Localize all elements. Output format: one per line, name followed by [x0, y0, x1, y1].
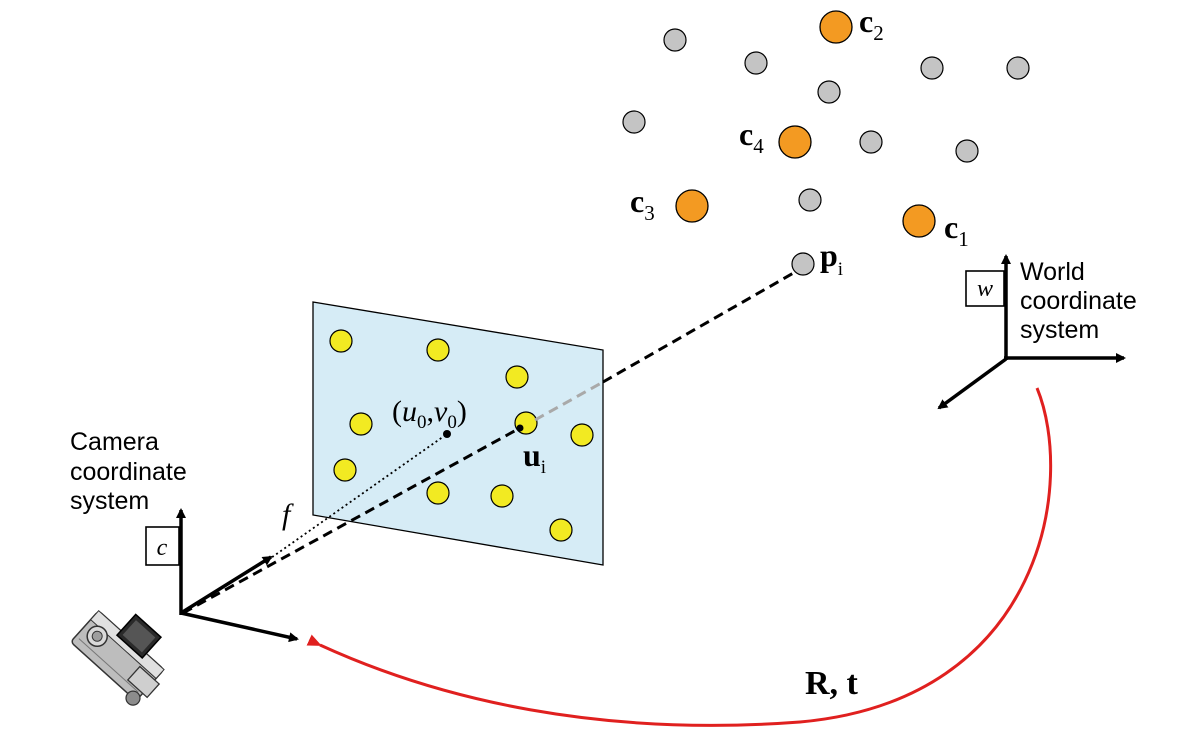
projection-point-marker — [516, 424, 524, 432]
c2-sub: 2 — [873, 21, 884, 45]
c2-main: c — [859, 3, 873, 39]
control-point-c4 — [778, 125, 812, 159]
control-point-label-c2: c2 — [859, 3, 884, 45]
control-point-label-c3: c3 — [630, 183, 655, 225]
camera-title-line: Camera — [70, 428, 159, 456]
camera-axis-z — [180, 555, 273, 615]
c4-sub: 4 — [753, 134, 764, 158]
camera-icon — [71, 609, 165, 706]
camera-title-line: system — [70, 487, 149, 515]
c1-main: c — [944, 209, 958, 245]
c1-sub: 1 — [958, 227, 969, 251]
image-plane — [312, 301, 604, 566]
world-point-pi — [791, 252, 815, 276]
projected-point — [570, 423, 594, 447]
camera-axis-x — [180, 611, 299, 643]
pp-close: ) — [457, 395, 467, 428]
world-point — [744, 51, 768, 75]
world-point-label: pi — [820, 237, 843, 280]
world-title-line: coordinate — [1020, 287, 1137, 315]
world-title: World coordinate system — [1020, 258, 1144, 344]
projection-label: ui — [523, 437, 546, 478]
pp-u-sub: 0 — [417, 412, 427, 433]
world-point — [920, 56, 944, 80]
control-point-c1 — [902, 204, 936, 238]
world-frame-box — [965, 270, 1005, 307]
principal-point-label: (u0,v0) — [392, 395, 467, 433]
world-title-line: World — [1020, 258, 1085, 286]
world-point — [817, 80, 841, 104]
camera-title: Camera coordinate system — [70, 428, 194, 515]
c3-sub: 3 — [644, 201, 655, 225]
pp-open: ( — [392, 395, 402, 428]
pp-u: u — [402, 395, 417, 428]
focal-length-label: f — [282, 498, 294, 531]
world-points — [622, 28, 1030, 276]
projected-point — [426, 338, 450, 362]
pp-sep: , — [427, 395, 435, 428]
projected-point — [349, 412, 373, 436]
projected-point — [329, 329, 353, 353]
world-point — [798, 188, 822, 212]
world-point — [622, 110, 646, 134]
world-frame-label: w — [977, 276, 993, 302]
camera-frame-box — [145, 526, 180, 566]
projected-point — [490, 484, 514, 508]
projection-ray-hidden — [534, 380, 604, 422]
projected-point — [426, 481, 450, 505]
projected-points — [329, 329, 594, 542]
control-point-c2 — [819, 10, 853, 44]
world-point — [663, 28, 687, 52]
transform-arc — [306, 387, 1053, 727]
control-points — [675, 10, 936, 238]
projection-ray — [182, 426, 521, 615]
world-point-label-main: p — [820, 237, 838, 273]
projection-ray-outside — [602, 269, 798, 384]
world-title-line: system — [1020, 316, 1099, 344]
principal-point — [443, 430, 451, 438]
world-axis-z — [937, 357, 1008, 410]
projection-label-sub: i — [541, 457, 546, 478]
camera-frame-label: c — [157, 535, 168, 561]
control-point-label-c1: c1 — [944, 209, 969, 251]
projection-label-main: u — [523, 437, 541, 473]
world-point — [859, 130, 883, 154]
pp-v: v — [434, 395, 448, 428]
principal-axis — [267, 433, 448, 561]
control-point-c3 — [675, 189, 709, 223]
projected-point — [505, 365, 529, 389]
projected-point — [549, 518, 573, 542]
c3-main: c — [630, 183, 644, 219]
c4-main: c — [739, 116, 753, 152]
world-point — [955, 139, 979, 163]
camera-title-line: coordinate — [70, 458, 187, 486]
control-point-label-c4: c4 — [739, 116, 764, 158]
world-point — [1006, 56, 1030, 80]
pp-v-sub: 0 — [447, 412, 457, 433]
world-point-label-sub: i — [838, 259, 843, 280]
transform-label: R, t — [805, 665, 859, 702]
projected-point — [333, 458, 357, 482]
